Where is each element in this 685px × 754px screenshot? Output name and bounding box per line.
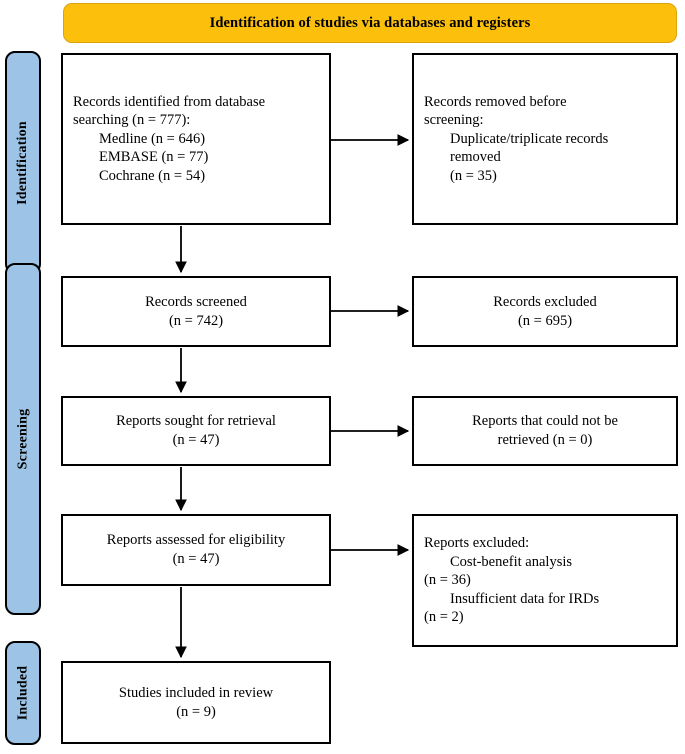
stage-label-included: Included: [5, 641, 41, 745]
box-line: (n = 36): [424, 572, 471, 589]
box-line: removed: [450, 149, 501, 166]
box-records-removed: Records removed before screening: Duplic…: [412, 53, 678, 225]
box-line: Reports that could not be: [472, 413, 618, 430]
stage-label-identification-text: Identification: [15, 120, 31, 205]
stage-label-screening: Screening: [5, 263, 41, 615]
box-line: Records removed before: [424, 93, 567, 110]
box-line: Cost-benefit analysis: [450, 553, 573, 570]
box-line: (n = 695): [517, 312, 573, 329]
box-line: (n = 47): [172, 551, 220, 567]
box-reports-sought-for-retrieval: Reports sought for retrieval (n = 47): [61, 396, 331, 466]
box-line: Records screened: [145, 293, 247, 310]
stage-label-identification: Identification: [5, 51, 41, 274]
box-studies-included-in-review: Studies included in review (n = 9): [61, 661, 331, 744]
box-records-excluded: Records excluded (n = 695): [412, 276, 678, 347]
box-line: Records identified from database: [73, 93, 266, 110]
box-line: Records excluded: [493, 293, 597, 310]
box-line: (n = 742): [168, 312, 224, 329]
box-line: Medline (n = 646): [99, 130, 206, 147]
box-records-identified: Records identified from database searchi…: [61, 53, 331, 225]
box-line: screening:: [424, 112, 484, 129]
box-line: Reports sought for retrieval: [116, 413, 276, 430]
box-line: (n = 9): [176, 703, 216, 720]
box-line: searching (n = 777):: [73, 112, 191, 129]
box-line: EMBASE (n = 77): [99, 149, 209, 166]
banner-title: Identification of studies via databases …: [209, 14, 531, 31]
box-reports-assessed-for-eligibility: Reports assessed for eligibility (n = 47…: [61, 514, 331, 586]
box-reports-excluded: Reports excluded: Cost-benefit analysis …: [412, 514, 678, 647]
diagram-header-banner: Identification of studies via databases …: [63, 3, 677, 43]
box-line: Insufficient data for IRDs: [450, 590, 600, 607]
box-line: Cochrane (n = 54): [99, 167, 206, 184]
box-line: Reports assessed for eligibility: [106, 532, 286, 549]
box-line: (n = 47): [172, 432, 220, 448]
stage-label-screening-text: Screening: [15, 408, 30, 470]
box-line: Studies included in review: [118, 684, 274, 701]
box-line: Duplicate/triplicate records: [450, 130, 609, 147]
box-records-screened: Records screened (n = 742): [61, 276, 331, 347]
box-reports-not-retrieved: Reports that could not be retrieved (n =…: [412, 396, 678, 466]
box-line: (n = 35): [450, 167, 497, 184]
stage-label-included-text: Included: [15, 665, 31, 721]
box-line: (n = 2): [424, 609, 464, 626]
box-line: Reports excluded:: [424, 535, 530, 552]
box-line: retrieved (n = 0): [497, 432, 593, 448]
